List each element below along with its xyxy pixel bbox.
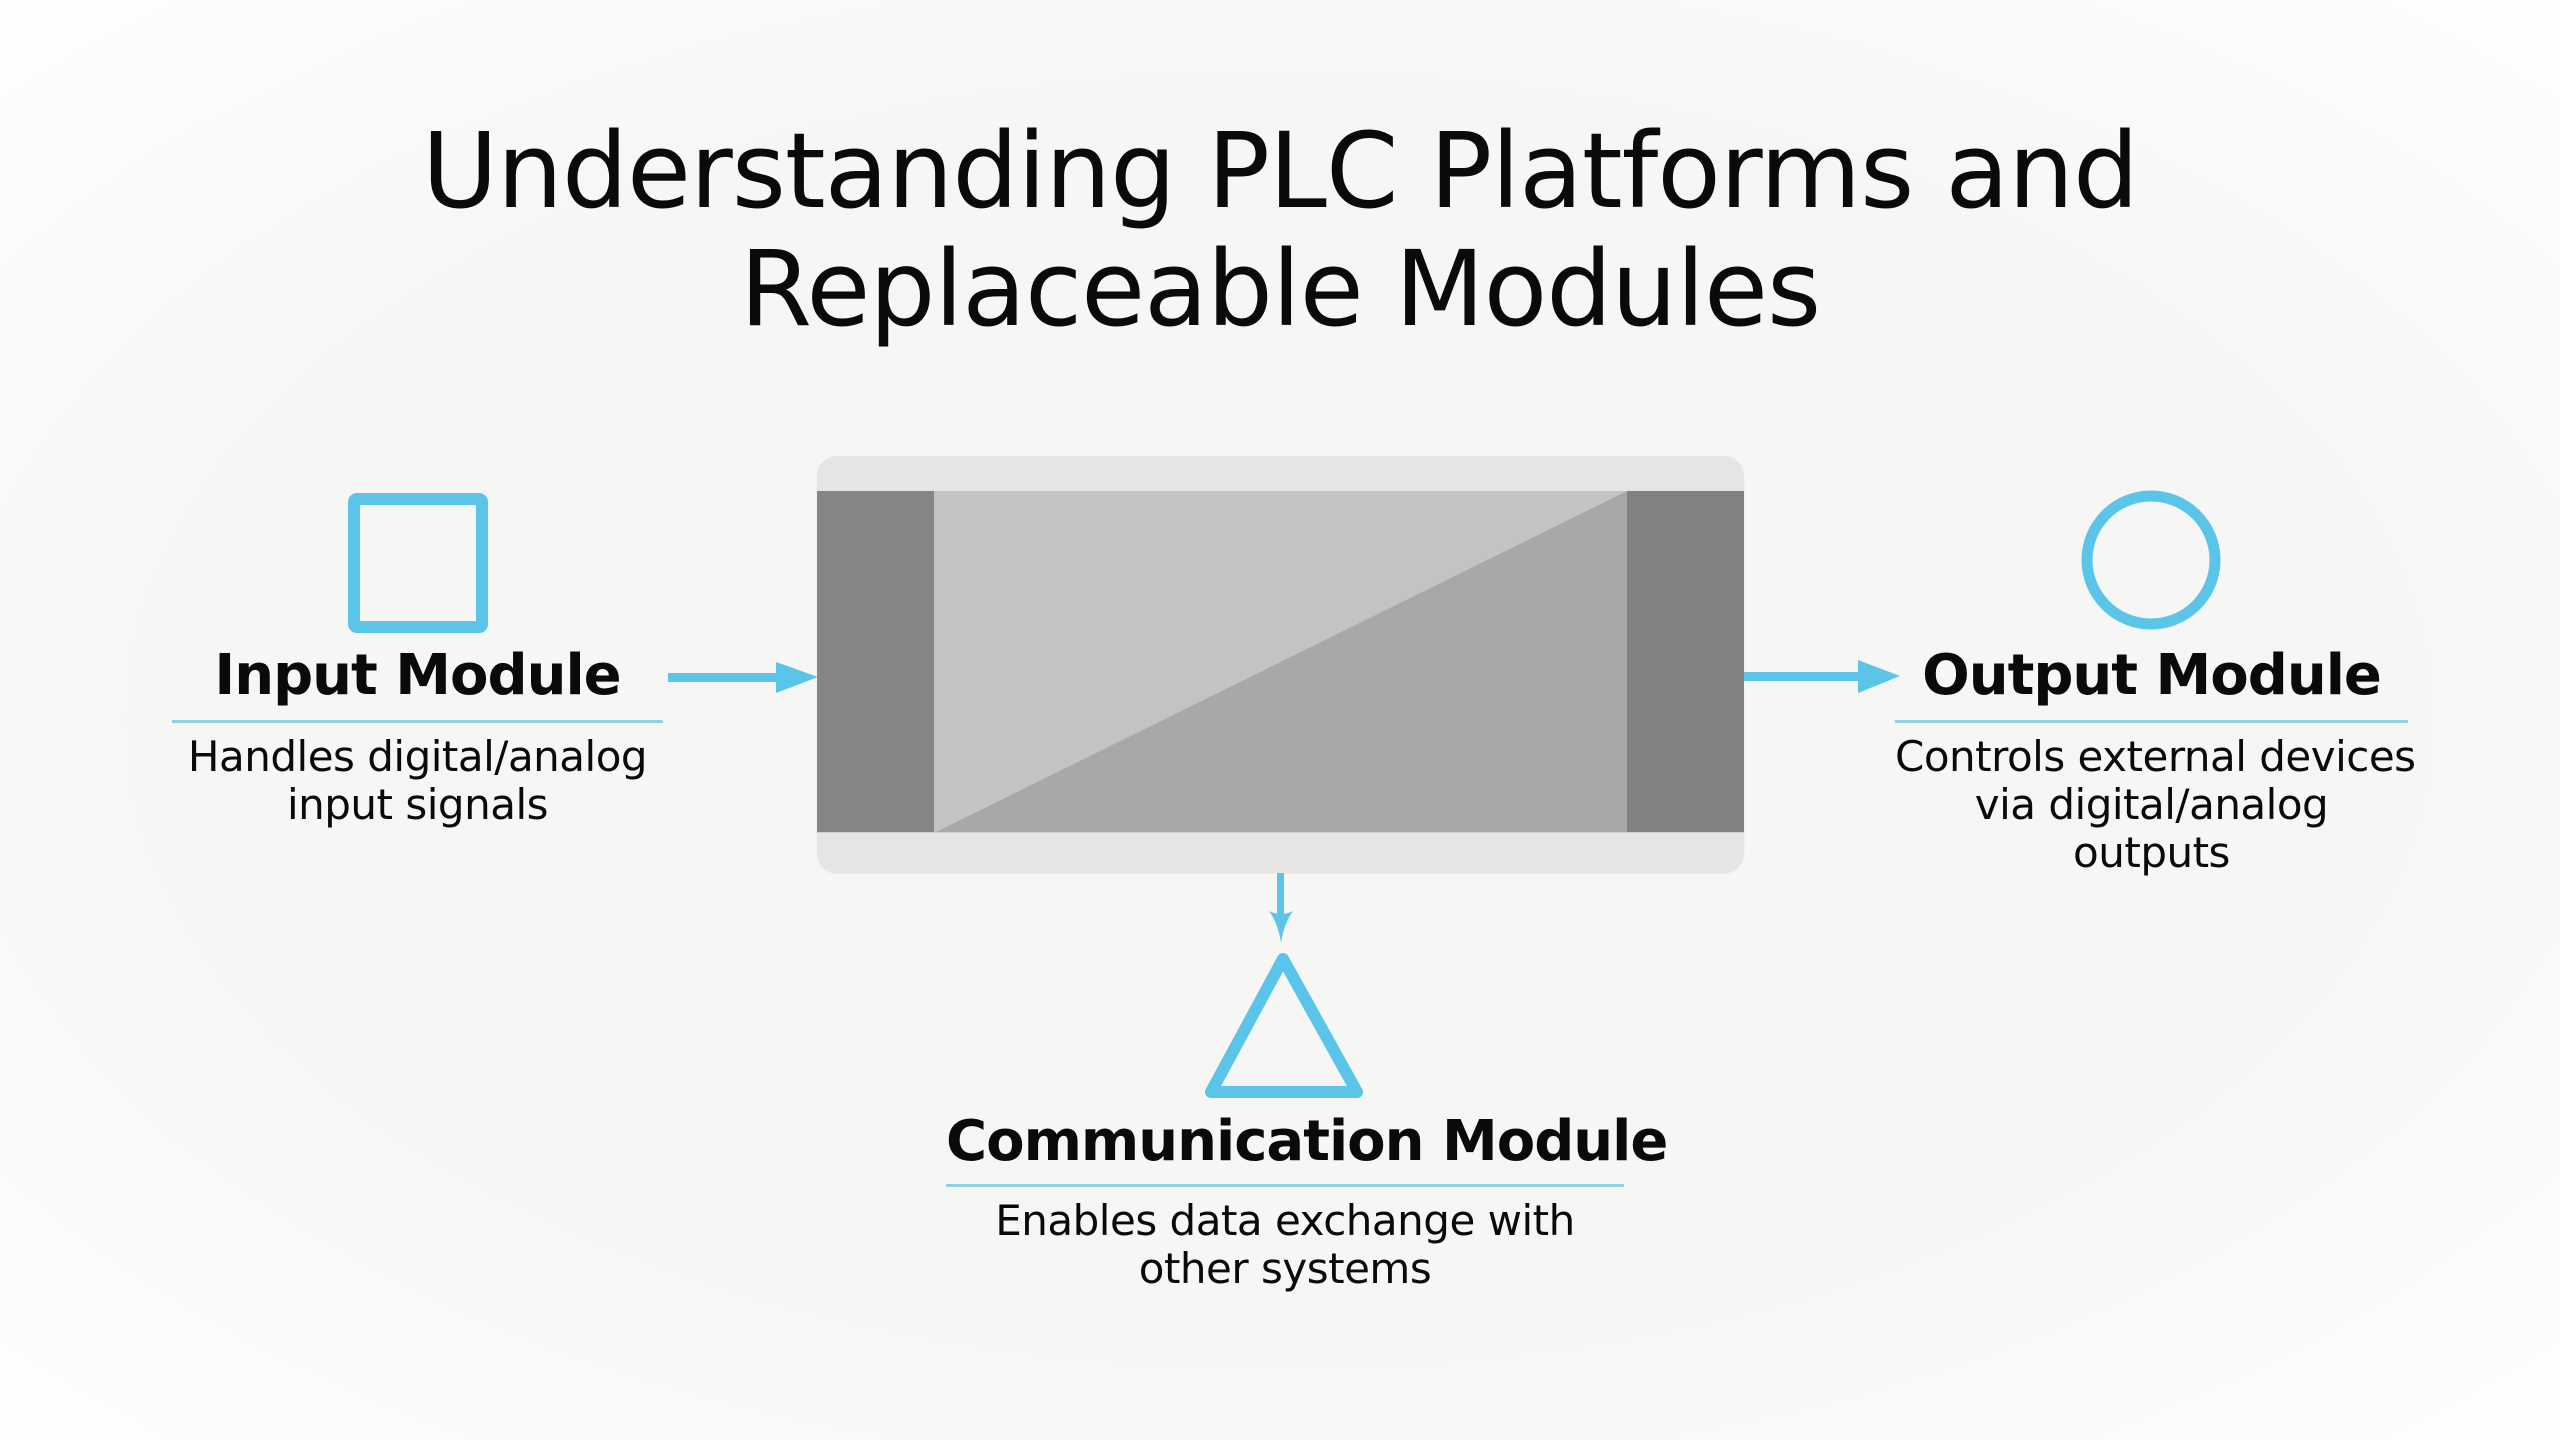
- plc-top-rail: [817, 456, 1744, 492]
- page-title: Understanding PLC Platforms and Replacea…: [0, 112, 2560, 348]
- output-desc-line-3: outputs: [2073, 828, 2230, 877]
- input-desc-line-2: input signals: [286, 780, 549, 829]
- triangle-icon: [1205, 953, 1363, 1098]
- plc-bottom-rail: [817, 832, 1744, 873]
- communication-desc-line-1: Enables data exchange with: [995, 1196, 1575, 1245]
- output-module-divider: [1895, 720, 2408, 723]
- input-desc-line-1: Handles digital/analog: [187, 732, 648, 781]
- input-module-title: Input Module: [214, 643, 621, 708]
- plc-platform: [817, 456, 1744, 873]
- plc-left-panel: [817, 491, 935, 833]
- output-module-description: Controls external devices via digital/an…: [1895, 732, 2416, 877]
- circle-icon: [2081, 490, 2221, 630]
- output-module: Output Module Controls external devices …: [1895, 643, 2416, 877]
- plc-right-panel: [1627, 491, 1744, 833]
- input-arrow: [668, 662, 818, 693]
- title-line-2: Replaceable Modules: [739, 228, 1821, 350]
- communication-module-description: Enables data exchange with other systems: [946, 1197, 1624, 1293]
- communication-module-title: Communication Module: [946, 1109, 1668, 1174]
- output-arrow: [1744, 660, 1900, 693]
- input-module: Input Module Handles digital/analog inpu…: [172, 644, 663, 829]
- output-module-title: Output Module: [1922, 643, 2382, 708]
- output-desc-line-1: Controls external devices: [1895, 732, 2416, 781]
- communication-module-divider: [946, 1184, 1624, 1187]
- communication-arrow: [1269, 873, 1293, 943]
- communication-desc-line-2: other systems: [1138, 1244, 1432, 1293]
- title-line-1: Understanding PLC Platforms and: [421, 110, 2139, 232]
- plc-core: [817, 491, 1744, 833]
- input-module-divider: [172, 720, 663, 723]
- output-desc-line-2: via digital/analog: [1974, 780, 2329, 829]
- plc-center-graphic: [934, 491, 1627, 833]
- plc-center-panel: [934, 491, 1627, 833]
- plc-center-diagonal-shade: [934, 491, 1627, 833]
- input-module-description: Handles digital/analog input signals: [172, 733, 663, 829]
- communication-module: Communication Module Enables data exchan…: [946, 1109, 1668, 1293]
- square-icon: [348, 493, 488, 633]
